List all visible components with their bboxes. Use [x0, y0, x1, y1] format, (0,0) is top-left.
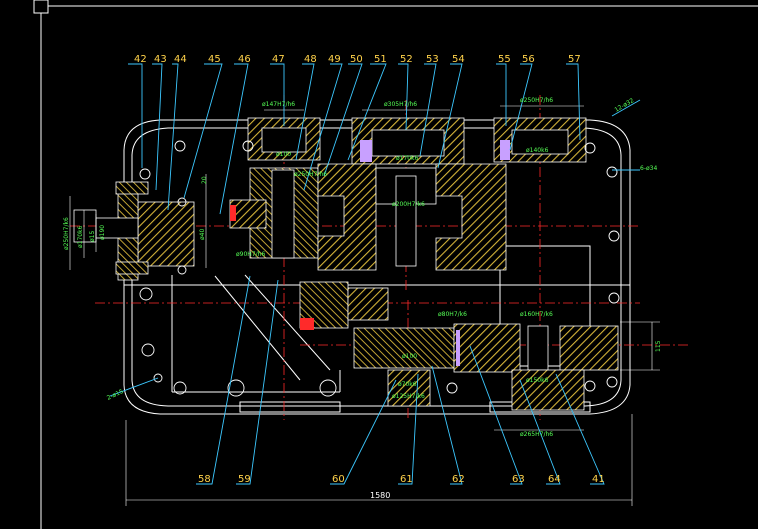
dim-fit-140: ø140k6: [526, 147, 549, 154]
label-45: 45: [208, 54, 221, 65]
dim-hole-2: 2-ø15: [106, 388, 125, 402]
dim-left-2: ø170k6: [77, 225, 84, 248]
dim-hole-12: 12-ø32: [614, 97, 636, 114]
dim-fit-200: ø200H7/k6: [392, 201, 425, 208]
dim-fit-250b: ø250H7/h6: [294, 171, 327, 178]
leader-lines: [109, 63, 641, 485]
label-47: 47: [272, 54, 285, 65]
dim-fit-305: ø305H7/h6: [384, 101, 417, 108]
label-50: 50: [350, 54, 363, 65]
label-60: 60: [332, 474, 345, 485]
dim-fit-70: ø70k6: [398, 381, 417, 388]
label-41: 41: [592, 474, 605, 485]
dimension-lines: [69, 105, 660, 506]
dim-20: 20: [201, 176, 208, 184]
label-63: 63: [512, 474, 525, 485]
label-51: 51: [374, 54, 387, 65]
dim-fit-160: ø160H7/k6: [520, 311, 553, 318]
label-52: 52: [400, 54, 413, 65]
label-53: 53: [426, 54, 439, 65]
dim-left-1: ø250H7/k6: [63, 217, 70, 250]
dimension-texts: ø147H7/h6 ø305H7/h6 ø250H7/h6 ø100 ø170k…: [63, 97, 662, 500]
part-labels: 42 43 44 45 46 47 48 49 50 51 52 53 54 5…: [134, 54, 605, 485]
dim-left-5: ø40: [199, 229, 206, 240]
label-44: 44: [174, 54, 187, 65]
gear-train: [229, 140, 619, 411]
label-57: 57: [568, 54, 581, 65]
label-55: 55: [498, 54, 511, 65]
dim-fit-125: ø125H7/k6: [392, 393, 425, 400]
label-58: 58: [198, 474, 211, 485]
label-42: 42: [134, 54, 147, 65]
dim-fit-100a: ø100: [276, 151, 291, 158]
input-shaft-assembly: [73, 181, 195, 281]
sheet-frame: [33, 0, 758, 529]
dim-fit-265: ø265H7/h6: [520, 431, 553, 438]
dim-115: 115: [655, 340, 662, 352]
label-62: 62: [452, 474, 465, 485]
label-43: 43: [154, 54, 167, 65]
dim-fit-170: ø170k6: [396, 155, 419, 162]
label-46: 46: [238, 54, 251, 65]
label-59: 59: [238, 474, 251, 485]
dim-fit-80: ø80H7/k6: [438, 311, 467, 318]
dim-hole-6: 6-ø34: [640, 165, 657, 172]
label-54: 54: [452, 54, 465, 65]
dim-fit-147: ø147H7/h6: [262, 101, 295, 108]
dim-left-3: ø15: [89, 231, 96, 242]
label-49: 49: [328, 54, 341, 65]
dim-fit-250: ø250H7/h6: [520, 97, 553, 104]
dim-fit-90: ø90H7/h6: [236, 251, 265, 258]
label-61: 61: [400, 474, 413, 485]
dim-fit-150: ø150k6: [526, 377, 549, 384]
dim-overall-length: 1580: [370, 491, 390, 500]
label-48: 48: [304, 54, 317, 65]
label-56: 56: [522, 54, 535, 65]
dim-left-4: ø190: [99, 225, 106, 240]
label-64: 64: [548, 474, 561, 485]
bolt-holes: [139, 140, 620, 397]
dim-fit-100b: ø100: [402, 353, 417, 360]
